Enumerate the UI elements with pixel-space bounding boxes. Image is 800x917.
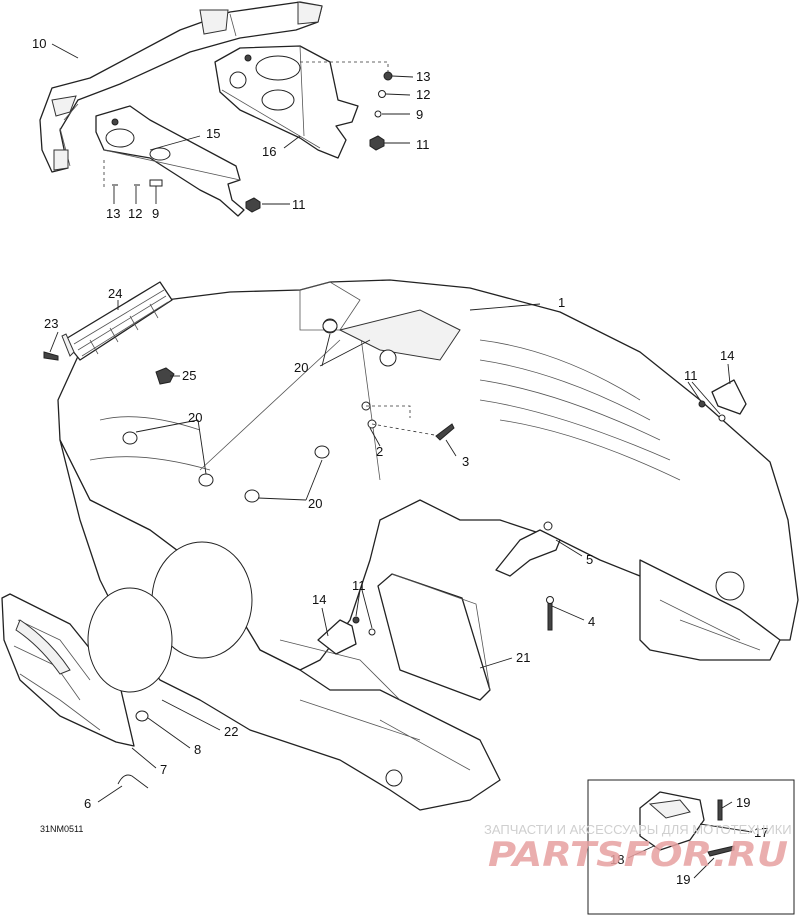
- callout-1: 1: [558, 295, 565, 310]
- leader-lines: [49, 43, 753, 879]
- bracket-part-15: [95, 105, 245, 217]
- callout-23: 23: [44, 316, 58, 331]
- callout-6: 6: [84, 796, 91, 811]
- grommet-part-8: [135, 710, 149, 722]
- callout-14-center: 14: [312, 592, 326, 607]
- grille-part-24: [61, 281, 173, 361]
- lens-part-22: [87, 587, 173, 693]
- callout-11-top: 11: [416, 137, 430, 152]
- plugs-part-20: [122, 319, 338, 503]
- callout-12-left: 12: [128, 206, 142, 221]
- callout-11-right: 11: [684, 368, 698, 383]
- callout-20-lower: 20: [308, 496, 322, 511]
- callout-25: 25: [182, 368, 196, 383]
- callout-20-left: 20: [188, 410, 202, 425]
- callout-4: 4: [588, 614, 595, 629]
- callout-11-center: 11: [352, 578, 366, 593]
- bracket-part-16: [214, 45, 359, 159]
- callout-16: 16: [262, 144, 276, 159]
- rear-right-corner: [639, 559, 781, 661]
- callout-19-top: 19: [736, 795, 750, 810]
- callout-labels: 10 15 16 13 12 9 11 13 12 9 11 1 24 23 2…: [32, 36, 768, 887]
- bracket-part-14-right: [698, 379, 747, 422]
- callout-9-top: 9: [416, 107, 423, 122]
- callout-13-top: 13: [416, 69, 430, 84]
- callout-2: 2: [376, 444, 383, 459]
- bracket-part-5: [495, 521, 561, 577]
- callout-8: 8: [194, 742, 201, 757]
- bolt-part-4: [546, 596, 554, 631]
- callout-17: 17: [754, 825, 768, 840]
- callout-24: 24: [108, 286, 122, 301]
- hardware-middle: [361, 401, 455, 441]
- callout-5: 5: [586, 552, 593, 567]
- callout-21: 21: [516, 650, 530, 665]
- callout-11-left: 11: [292, 197, 306, 212]
- callout-13-left: 13: [106, 206, 120, 221]
- side-panel-left: [1, 593, 135, 747]
- callout-14-right: 14: [720, 348, 734, 363]
- callout-20-upper: 20: [294, 360, 308, 375]
- inset-box: [587, 779, 795, 915]
- clip-part-7: [117, 774, 149, 789]
- callout-9-left: 9: [152, 206, 159, 221]
- bracket-part-14-center: [317, 616, 376, 655]
- screw-part-23: [43, 351, 59, 361]
- callout-10: 10: [32, 36, 46, 51]
- callout-18: 18: [610, 852, 624, 867]
- callout-7: 7: [160, 762, 167, 777]
- rear-bumper-part-10: [39, 1, 323, 173]
- watermark-tagline: ЗАПЧАСТИ И АКСЕССУАРЫ ДЛЯ МОТОТЕХНИКИ: [484, 822, 792, 837]
- callout-3: 3: [462, 454, 469, 469]
- callout-12-top: 12: [416, 87, 430, 102]
- callout-15: 15: [206, 126, 220, 141]
- watermark-logo: PARTSFOR.RU: [488, 835, 788, 875]
- clip-part-25: [155, 367, 175, 385]
- pad-part-21: [377, 573, 491, 701]
- callout-22: 22: [224, 724, 238, 739]
- diagram-code: 31NM0511: [40, 824, 83, 834]
- watermark: ЗАПЧАСТИ И АКСЕССУАРЫ ДЛЯ МОТОТЕХНИКИ PA…: [484, 822, 792, 875]
- callout-19-bottom: 19: [676, 872, 690, 887]
- hardware-top: [103, 61, 393, 213]
